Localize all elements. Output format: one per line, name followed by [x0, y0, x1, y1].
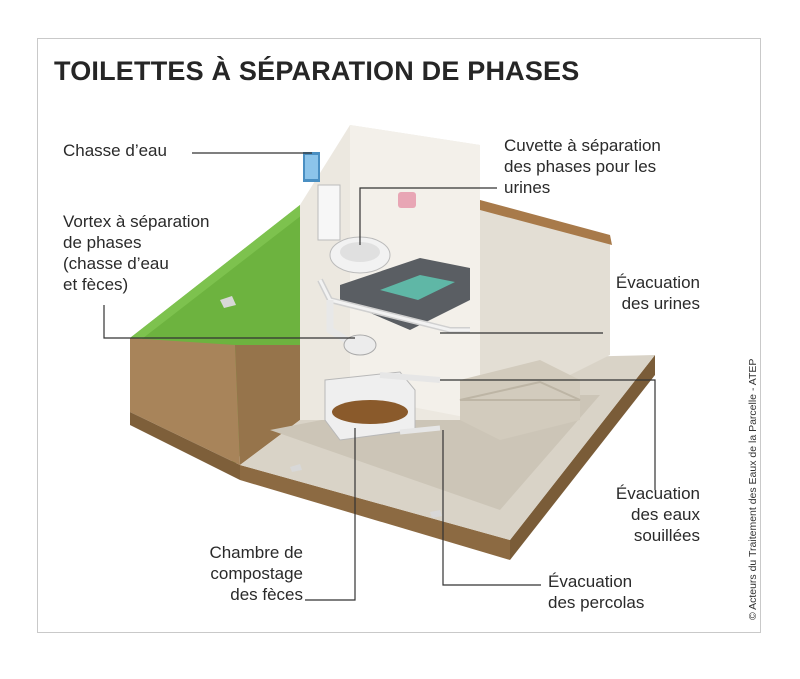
figure-title: TOILETTES À SÉPARATION DE PHASES: [54, 56, 580, 86]
percolate-pipe: [399, 425, 441, 435]
label-evac-percolas-line1: Évacuation: [548, 572, 633, 591]
leader-vortex: [103, 305, 355, 339]
leader-lines: [103, 152, 656, 601]
label-evac-eaux-line1: Évacuation: [615, 484, 700, 503]
leader-cuvette: [359, 187, 497, 245]
label-chambre-line3: des fèces: [230, 585, 303, 604]
soiled-water-pipe: [379, 372, 441, 383]
roof-edge: [480, 200, 612, 245]
leader-chambre: [305, 428, 356, 601]
figure-frame: [37, 38, 761, 633]
label-evac-eaux-line2: des eaux: [631, 505, 700, 524]
label-vortex-line3: (chasse d’eau: [63, 254, 169, 273]
label-evac-eaux-line3: souillées: [633, 526, 700, 545]
right-wall: [480, 200, 610, 420]
soil-block-side: [510, 355, 655, 560]
label-vortex-line4: et fèces): [63, 275, 129, 294]
label-evac-percolas-line2: des percolas: [548, 593, 645, 612]
leader-evac-percolas: [442, 430, 541, 586]
label-chasse-eau: Chasse d’eau: [63, 141, 167, 160]
label-cuvette-line1: Cuvette à séparation: [504, 136, 661, 155]
label-chambre-line2: compostage: [210, 564, 303, 583]
copyright-credit: © Acteurs du Traitement des Eaux de la P…: [747, 358, 759, 620]
urine-basin: [380, 275, 455, 300]
label-evac-urines-line2: des urines: [621, 294, 700, 313]
toilet-paper: [398, 192, 416, 208]
label-chambre-line1: Chambre de: [209, 543, 303, 562]
label-cuvette-line3: urines: [504, 178, 551, 197]
label-vortex-line2: de phases: [63, 233, 142, 252]
soil-block-left: [130, 338, 240, 465]
label-cuvette-line2: des phases pour les: [504, 157, 657, 176]
label-evac-urines-line1: Évacuation: [615, 273, 700, 292]
leader-evac-eaux: [440, 379, 656, 490]
label-vortex-line1: Vortex à séparation: [63, 212, 210, 231]
vortex-separator: [343, 334, 377, 356]
